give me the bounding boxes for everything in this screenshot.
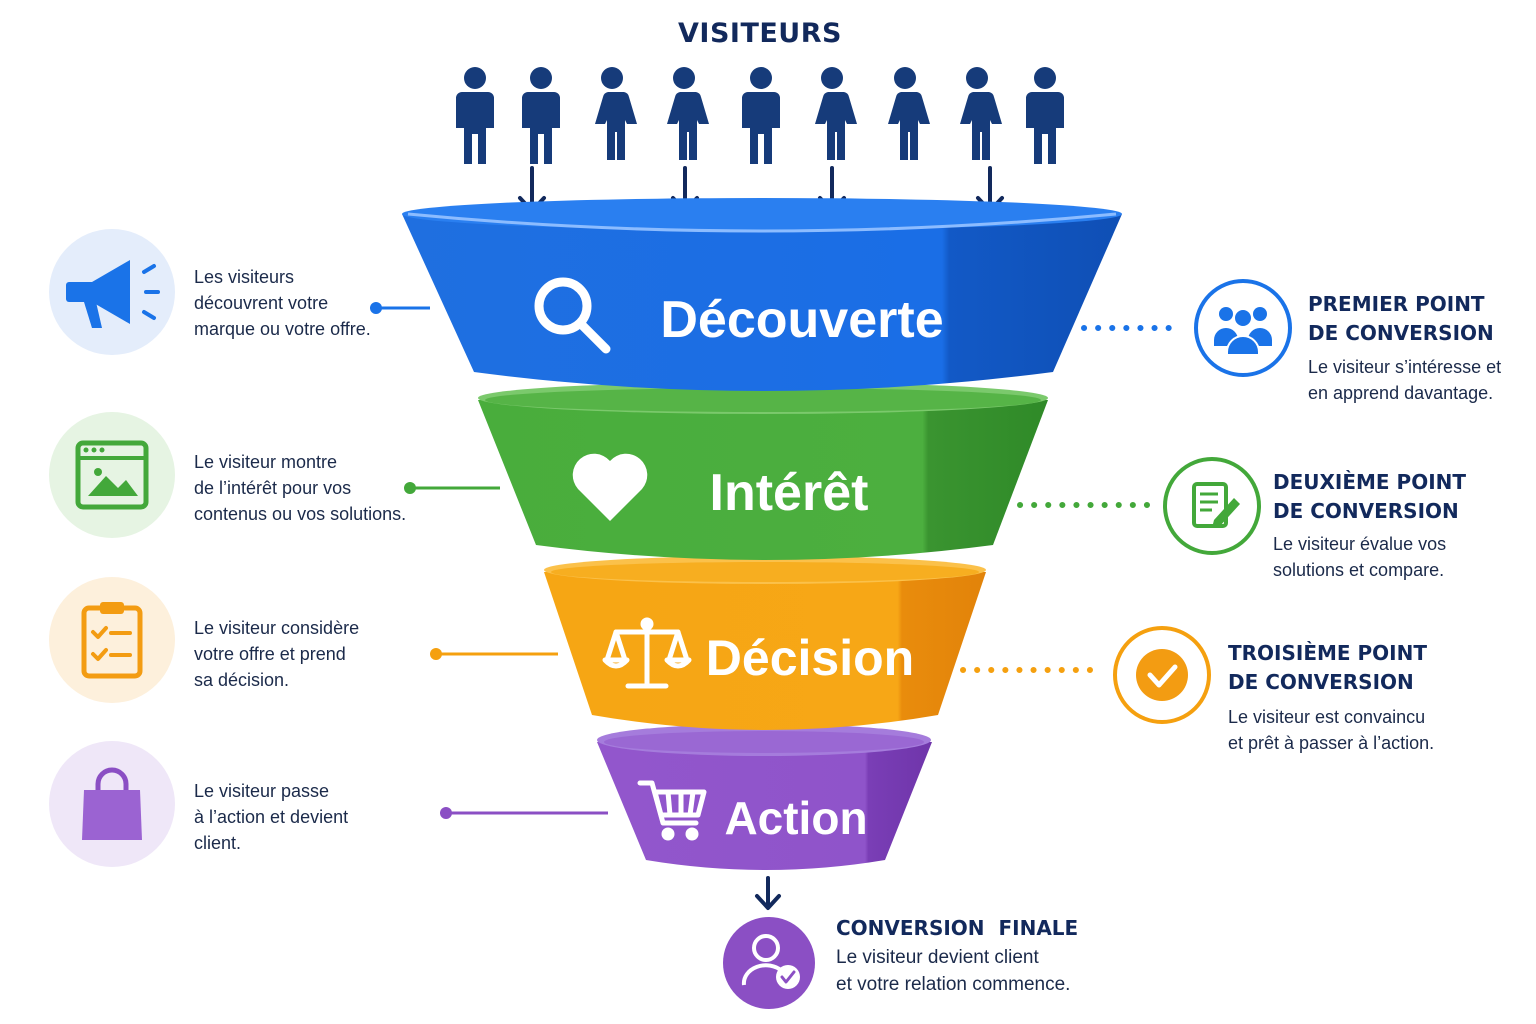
conversion-point-2-title: DEUXIÈME POINT DE CONVERSION	[1273, 470, 1467, 523]
stage-description-decouverte: Les visiteurs découvrent votre marque ou…	[194, 267, 371, 339]
stage-description-interet: Le visiteur montre de l’intérêt pour vos…	[194, 452, 407, 524]
user-check-icon	[723, 917, 815, 1009]
heart-icon	[572, 453, 648, 521]
visitors-row	[456, 67, 1064, 164]
conversion-point-1-title: PREMIER POINT DE CONVERSION	[1308, 292, 1494, 345]
funnel-stage-interet	[478, 382, 1048, 560]
conversion-point-3-description: Le visiteur est convaincu et prêt à pass…	[1228, 707, 1435, 753]
person-icon	[522, 67, 560, 164]
conversion-point-2-description: Le visiteur évalue vos solutions et comp…	[1273, 534, 1447, 580]
conversion-point-1-description: Le visiteur s’intéresse et en apprend da…	[1308, 357, 1502, 403]
scale-icon	[602, 617, 692, 689]
stage-label-decision: Décision	[706, 630, 914, 686]
group-icon	[1194, 279, 1292, 377]
final-conversion-title: CONVERSION FINALE	[836, 916, 1079, 940]
stage-label-action: Action	[724, 792, 867, 844]
funnel-stage-decision	[544, 556, 986, 730]
person-icon	[742, 67, 780, 164]
person-icon	[1026, 67, 1064, 164]
check-circle-icon	[1113, 626, 1211, 724]
megaphone-icon	[49, 229, 175, 355]
cart-icon	[637, 780, 707, 841]
person-icon	[960, 67, 1002, 160]
search-icon	[534, 277, 611, 354]
arrow-down-icon	[755, 876, 781, 910]
stage-description-action: Le visiteur passe à l’action et devient …	[194, 781, 349, 853]
funnel-stage-action	[597, 724, 932, 870]
person-icon	[815, 67, 857, 160]
conversion-point-3-title: TROISIÈME POINT DE CONVERSION	[1228, 641, 1428, 694]
right-connectors	[960, 325, 1183, 673]
left-connectors	[370, 302, 608, 819]
clipboard-checklist-icon	[49, 577, 175, 703]
funnel-stage-decouverte	[402, 198, 1122, 391]
person-icon	[667, 67, 709, 160]
document-edit-icon	[1163, 457, 1261, 555]
stage-label-interet: Intérêt	[710, 464, 869, 522]
person-icon	[888, 67, 930, 160]
stage-description-decision: Le visiteur considère votre offre et pre…	[194, 618, 360, 690]
shopping-bag-icon	[49, 741, 175, 867]
person-icon	[595, 67, 637, 160]
final-conversion-description: Le visiteur devient client et votre rela…	[836, 947, 1071, 995]
person-icon	[456, 67, 494, 164]
stage-label-decouverte: Découverte	[660, 291, 943, 349]
funnel-title: VISITEURS	[678, 18, 842, 49]
browser-image-icon	[49, 412, 175, 538]
